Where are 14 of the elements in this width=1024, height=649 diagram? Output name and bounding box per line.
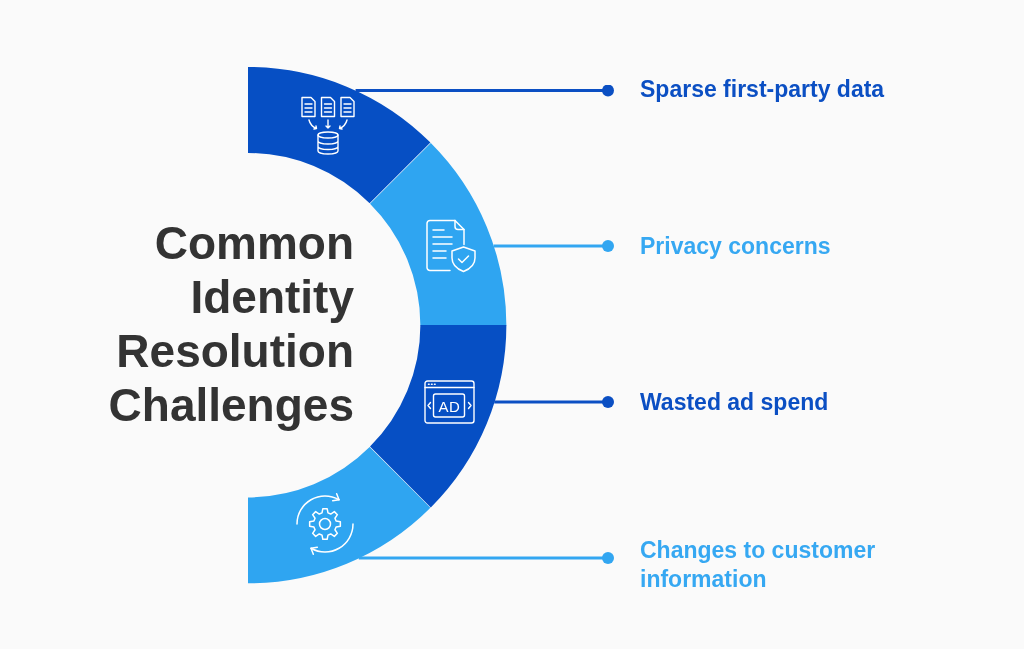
- ring-segment: [369, 142, 506, 325]
- icon-text: AD: [438, 397, 461, 414]
- challenge-label: Wasted ad spend: [640, 387, 910, 417]
- connector-line: [355, 84, 614, 97]
- ring-segment: [248, 446, 431, 583]
- connector-line: [493, 240, 614, 252]
- challenge-label: Sparse first-party data: [640, 75, 910, 104]
- ring-segment: [248, 67, 431, 204]
- ring-segment: [369, 325, 506, 508]
- title: Common Identity Resolution Challenges: [107, 216, 354, 432]
- connector-line: [358, 552, 614, 564]
- connector-line: [494, 396, 614, 408]
- challenge-label: Privacy concerns: [640, 231, 910, 261]
- challenge-label: Changes to customer information: [640, 535, 910, 594]
